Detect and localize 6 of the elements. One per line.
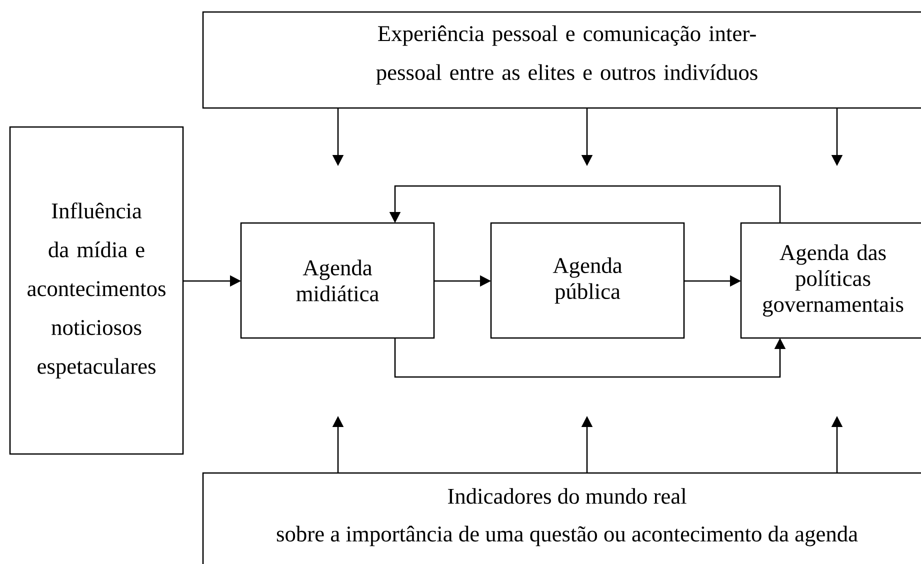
text-box: Experiência pessoal e comunicação inter-pessoal entre as elites e outros indivíduos (202, 11, 921, 109)
text-box: Agenda pública (490, 222, 685, 339)
text-box: Agenda das políticas governamentais (740, 222, 921, 339)
text-box: Influência da mídia e acontecimentos noticiosos espetaculares (9, 126, 184, 455)
text-box: Indicadores do mundo real sobre a importância de uma questão ou acontecimento da agenda (202, 472, 921, 564)
text-box: Agenda midiática (240, 222, 435, 339)
